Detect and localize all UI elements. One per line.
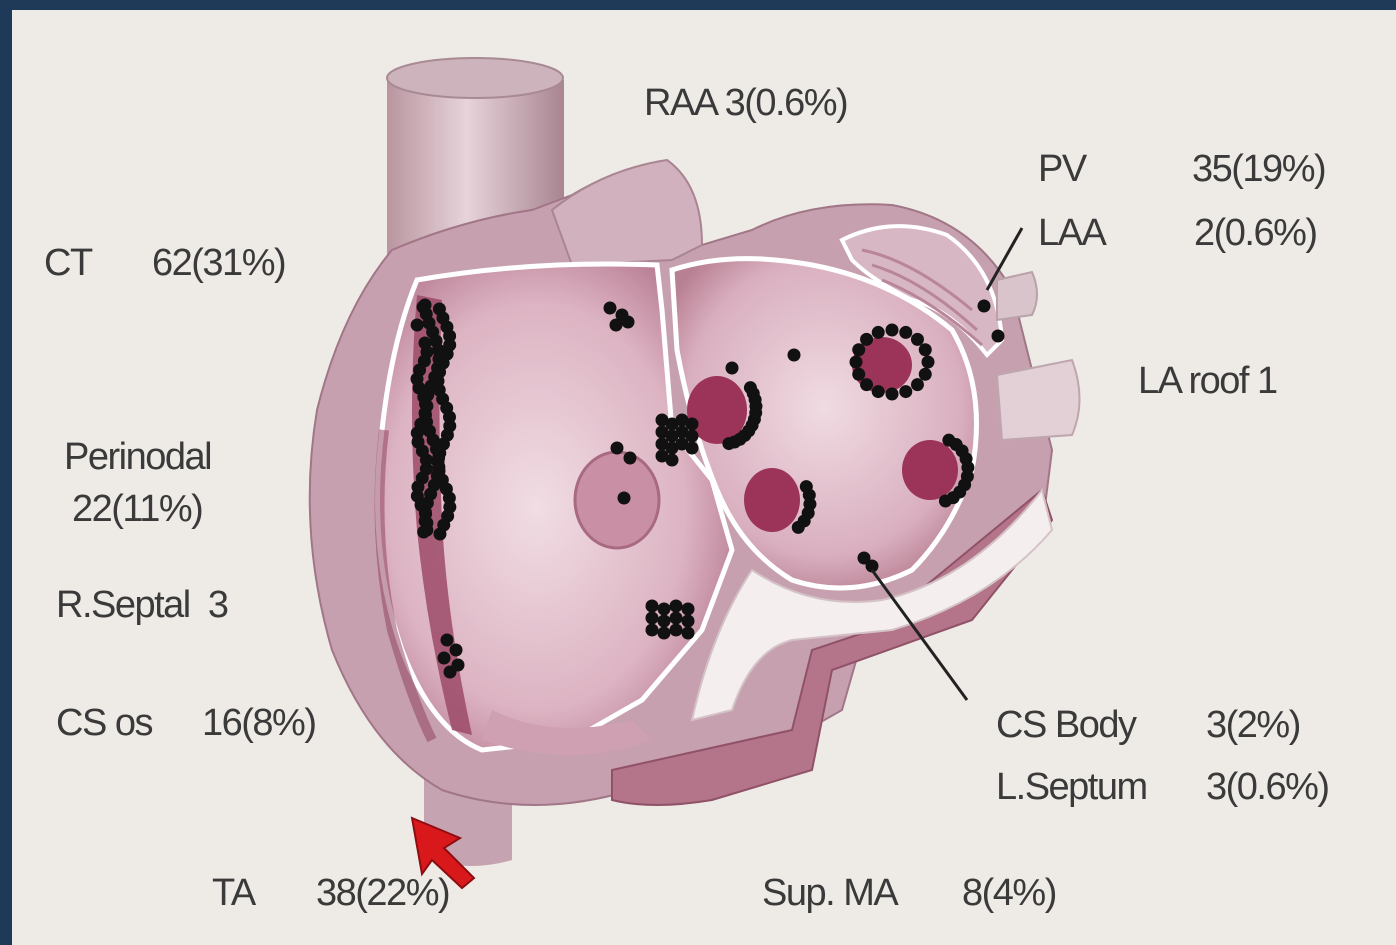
focus-marker [658, 627, 671, 640]
focus-marker [922, 356, 935, 369]
focus-marker [852, 368, 865, 381]
focus-marker [682, 627, 695, 640]
raa-label: RAA 3(0.6%) [644, 82, 847, 125]
right-atrial-appendage [552, 160, 702, 265]
focus-marker [919, 343, 932, 356]
focus-marker [417, 526, 430, 539]
focus-marker [441, 634, 454, 647]
focus-marker [872, 385, 885, 398]
pv-value: 35(19%) [1192, 148, 1325, 191]
focus-marker [444, 666, 457, 679]
focus-marker [939, 494, 952, 507]
focus-marker [682, 603, 695, 616]
laa-value: 2(0.6%) [1194, 212, 1317, 255]
focus-marker [886, 324, 899, 337]
l-septum-label: L.Septum [996, 766, 1147, 809]
focus-marker [646, 624, 659, 637]
cs-body-value: 3(2%) [1206, 704, 1300, 747]
pv-label: PV [1038, 148, 1086, 191]
focus-marker [670, 600, 683, 613]
cs-os-value: 16(8%) [202, 702, 316, 745]
focus-marker [911, 378, 924, 391]
focus-marker [911, 333, 924, 346]
focus-marker [450, 644, 463, 657]
slide: RAA 3(0.6%) PV 35(19%) LAA 2(0.6%) CT 62… [12, 10, 1396, 945]
focus-marker [610, 319, 623, 332]
ta-label: TA [212, 872, 255, 915]
focus-marker [666, 454, 679, 467]
focus-marker [722, 437, 735, 450]
focus-marker [682, 615, 695, 628]
focus-marker [686, 442, 699, 455]
focus-marker [899, 385, 912, 398]
cs-os-label: CS os [56, 702, 152, 745]
focus-marker [670, 624, 683, 637]
focus-marker [622, 316, 635, 329]
ct-label: CT [44, 242, 92, 285]
focus-marker [726, 362, 739, 375]
focus-marker [978, 300, 991, 313]
focus-marker [611, 442, 624, 455]
ta-value: 38(22%) [316, 872, 449, 915]
focus-marker [860, 333, 873, 346]
focus-marker [438, 652, 451, 665]
focus-marker [919, 368, 932, 381]
focus-marker [852, 343, 865, 356]
focus-marker [850, 356, 863, 369]
focus-marker [899, 326, 912, 339]
focus-marker [411, 319, 424, 332]
focus-marker [872, 326, 885, 339]
focus-marker [670, 612, 683, 625]
focus-marker [646, 600, 659, 613]
focus-marker [433, 528, 446, 541]
perinodal-label: Perinodal [64, 436, 211, 479]
focus-marker [646, 612, 659, 625]
fossa-ovalis [575, 452, 659, 548]
r-septal-label: R.Septal 3 [56, 584, 228, 627]
heart-diagram [12, 10, 1396, 945]
focus-marker [886, 388, 899, 401]
focus-marker [860, 378, 873, 391]
focus-marker [658, 615, 671, 628]
sup-ma-value: 8(4%) [962, 872, 1056, 915]
focus-marker [624, 452, 637, 465]
la-roof-label: LA roof 1 [1138, 360, 1277, 403]
ct-value: 62(31%) [152, 242, 285, 285]
focus-marker [788, 349, 801, 362]
focus-marker [992, 330, 1005, 343]
laa-label: LAA [1038, 212, 1105, 255]
sup-ma-label: Sup. MA [762, 872, 897, 915]
cs-body-label: CS Body [996, 704, 1135, 747]
perinodal-value: 22(11%) [72, 488, 202, 531]
focus-marker [618, 492, 631, 505]
focus-marker [658, 603, 671, 616]
focus-marker [792, 521, 805, 534]
focus-marker [604, 302, 617, 315]
l-septum-value: 3(0.6%) [1206, 766, 1329, 809]
